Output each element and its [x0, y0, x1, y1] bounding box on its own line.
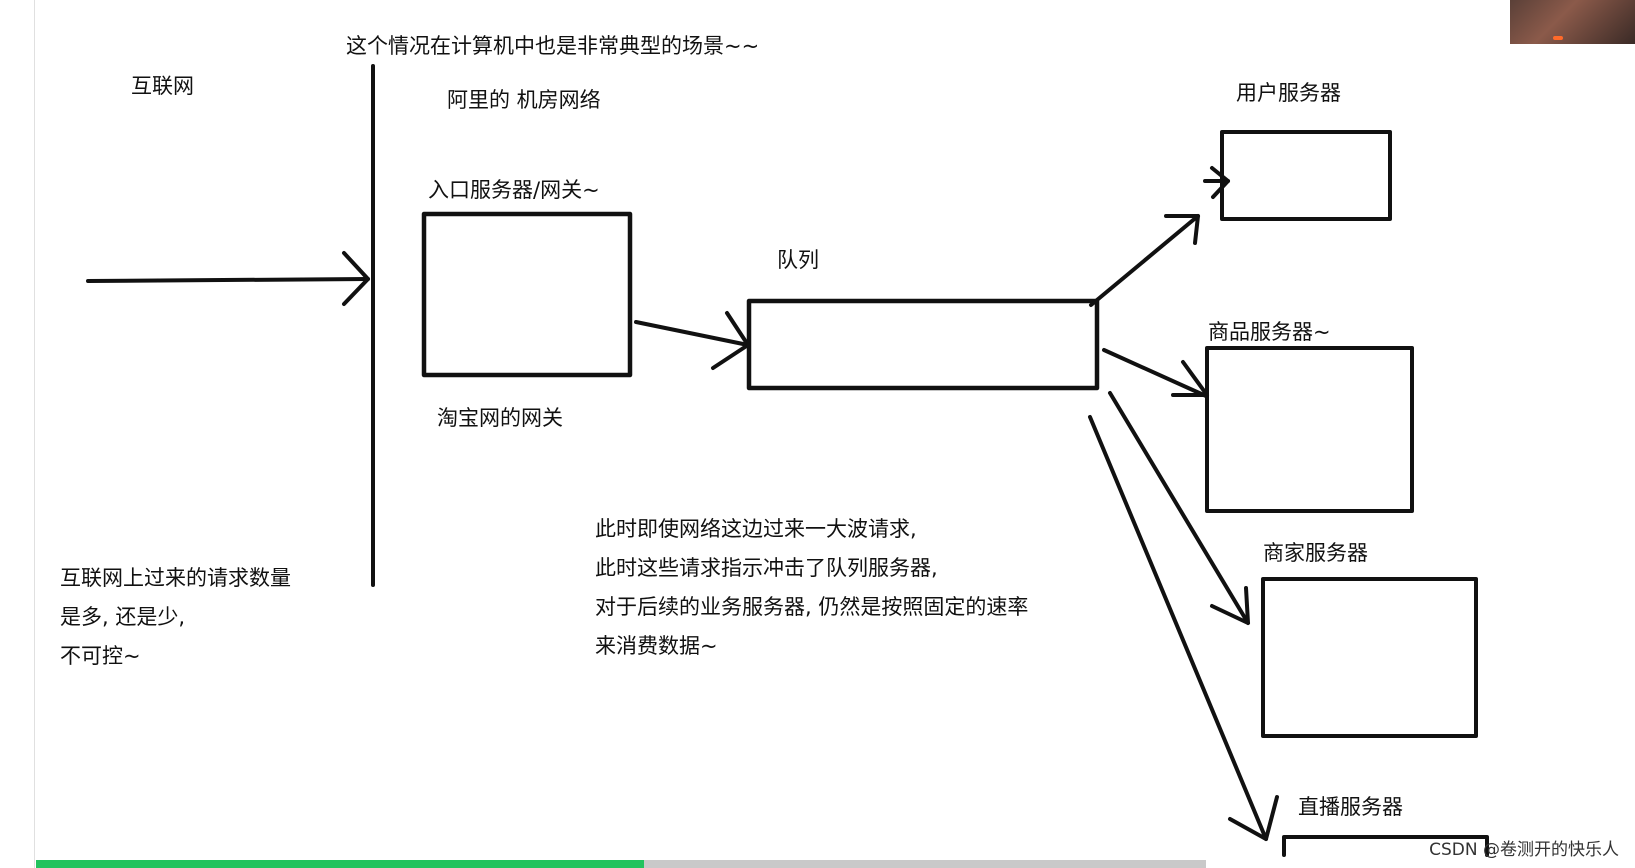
left-note-line: 是多, 还是少, [60, 605, 186, 629]
product-server-box [1205, 346, 1414, 513]
center-note: 此时即使网络这边过来一大波请求, 此时这些请求指示冲击了队列服务器, 对于后续的… [595, 510, 1028, 666]
queue-to-user-arrow [1089, 214, 1200, 307]
center-note-line: 对于后续的业务服务器, 仍然是按照固定的速率 [595, 595, 1029, 619]
center-note-line: 此时即使网络这边过来一大波请求, [595, 517, 917, 541]
live-server-box [1282, 835, 1489, 857]
webcam-overlay [1510, 0, 1635, 44]
video-progress-fill[interactable] [36, 860, 644, 868]
left-note-line: 互联网上过来的请求数量 [60, 566, 291, 590]
entry-gateway-label: 入口服务器/网关~ [428, 178, 600, 202]
user-arrow-tip [1203, 166, 1230, 199]
queue-to-merchant-arrow [1108, 391, 1250, 625]
left-note: 互联网上过来的请求数量 是多, 还是少, 不可控~ [60, 559, 291, 676]
ali-network-label: 阿里的 机房网络 [447, 88, 601, 112]
webcam-indicator [1553, 36, 1563, 40]
queue-to-product-arrow [1102, 348, 1209, 398]
product-server-label: 商品服务器~ [1208, 320, 1331, 344]
taobao-gateway-label: 淘宝网的网关 [437, 406, 563, 430]
left-note-line: 不可控~ [60, 644, 141, 668]
queue-to-live-arrow [1088, 415, 1279, 841]
gateway-to-queue-arrow [634, 311, 750, 370]
merchant-server-label: 商家服务器 [1263, 541, 1368, 565]
internet-arrow [86, 251, 370, 306]
live-server-label: 直播服务器 [1298, 795, 1403, 819]
center-note-line: 来消费数据~ [595, 634, 718, 658]
scenario-note-label: 这个情况在计算机中也是非常典型的场景~~ [346, 34, 760, 58]
user-server-box [1220, 130, 1392, 221]
gateway-box [421, 211, 633, 378]
internet-label: 互联网 [131, 74, 194, 98]
merchant-server-box [1261, 577, 1478, 738]
left-margin-line [34, 0, 35, 868]
user-server-label: 用户服务器 [1236, 81, 1341, 105]
csdn-watermark: CSDN @卷测开的快乐人 [1429, 840, 1619, 860]
queue-box [746, 298, 1100, 391]
center-note-line: 此时这些请求指示冲击了队列服务器, [595, 556, 938, 580]
queue-label: 队列 [777, 248, 819, 272]
